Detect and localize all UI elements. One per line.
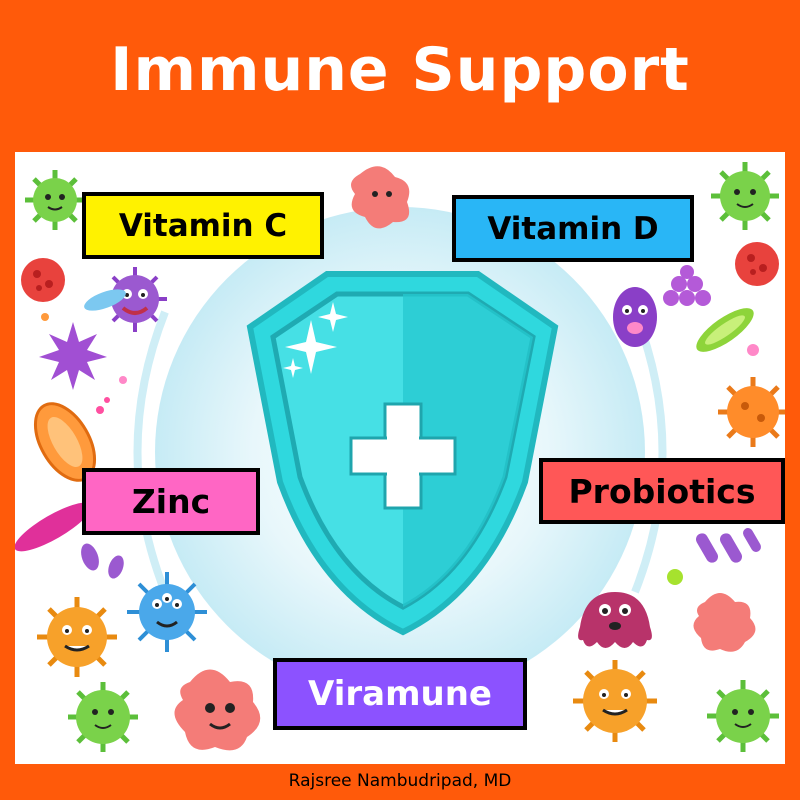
poster-title: Immune Support: [110, 35, 690, 105]
virus-icon: [718, 377, 785, 447]
germ-icon: [39, 322, 107, 390]
motion-line: [133, 310, 169, 594]
bacteria-icon: [84, 289, 126, 311]
illustration-scene: [15, 162, 785, 752]
author-credit: Rajsree Nambudripad, MD: [288, 771, 512, 791]
virus-icon: [21, 258, 65, 302]
germ-icon: [693, 593, 756, 652]
germ-icon: [663, 265, 711, 306]
bacteria-icon: [33, 402, 97, 482]
label-vitamin-d: Vitamin D: [452, 195, 694, 262]
germ-icon: [103, 267, 167, 332]
germ-icon: [351, 166, 410, 229]
virus-icon: [25, 170, 85, 230]
germ-icon: [41, 313, 761, 585]
label-vitamin-c: Vitamin C: [82, 192, 324, 259]
virus-icon: [68, 682, 138, 752]
germ-icon: [578, 592, 652, 648]
label-zinc: Zinc: [82, 468, 260, 535]
label-viramune: Viramune: [273, 658, 527, 730]
germ-icon: [37, 597, 117, 677]
germ-icon: [174, 669, 261, 751]
germ-icon: [127, 572, 207, 652]
bacteria-icon: [696, 308, 754, 352]
motion-line: [631, 310, 667, 594]
medical-cross-icon: [349, 402, 457, 510]
virus-icon: [711, 162, 779, 230]
bacteria-icon: [15, 502, 92, 552]
sparkle-icon: [283, 302, 348, 378]
virus-icon: [735, 242, 779, 286]
germ-icon: [573, 660, 657, 742]
label-probiotics: Probiotics: [539, 458, 785, 524]
virus-icon: [707, 680, 779, 752]
germ-icon: [613, 287, 657, 347]
